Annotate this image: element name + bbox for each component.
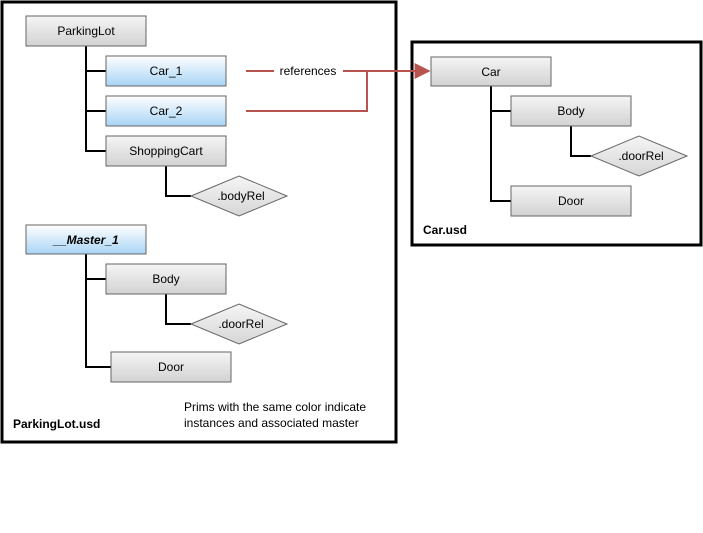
prim-parkinglot: ParkingLot [25,15,147,47]
prim-master-body: Body [105,263,227,295]
legend-note-line-2: instances and associated master [184,416,359,430]
tree-line-master [85,254,111,368]
prim-car-door-label: Door [558,194,584,208]
reference-label: references [280,64,337,78]
tree-line-parkinglot [85,46,106,152]
tree-line-master-body [165,294,191,325]
prim-car-door: Door [510,185,632,217]
relationship-car-doorrel: .doorRel [589,135,689,177]
car-file-title: Car.usd [423,223,467,237]
prim-car-body-label: Body [557,104,584,118]
reference-line-car-2 [246,71,368,112]
relationship-master-doorrel-label: .doorRel [218,317,263,331]
relationship-bodyrel: .bodyRel [189,175,289,217]
prim-car-label: Car [481,65,500,79]
prim-car-1-label: Car_1 [150,64,183,78]
prim-shoppingcart: ShoppingCart [105,135,227,167]
prim-car-2-label: Car_2 [150,104,183,118]
prim-car-body: Body [510,95,632,127]
tree-line-shoppingcart [165,166,191,197]
prim-master-1: __Master_1 [25,224,147,255]
tree-line-car [490,86,511,202]
prim-parkinglot-label: ParkingLot [57,24,115,38]
relationship-master-doorrel: .doorRel [189,303,289,345]
prim-master-door: Door [110,351,232,383]
prim-master-body-label: Body [152,272,179,286]
prim-master-1-label: __Master_1 [52,233,119,247]
relationship-bodyrel-label: .bodyRel [217,189,264,203]
prim-car-2: Car_2 [105,95,227,127]
prim-car: Car [430,56,552,87]
prim-master-door-label: Door [158,360,184,374]
legend-note-line-1: Prims with the same color indicate [184,400,366,414]
tree-line-car-body [570,126,591,157]
relationship-car-doorrel-label: .doorRel [618,149,663,163]
parkinglot-file-title: ParkingLot.usd [13,417,100,431]
prim-shoppingcart-label: ShoppingCart [129,144,203,158]
prim-car-1: Car_1 [105,55,227,87]
